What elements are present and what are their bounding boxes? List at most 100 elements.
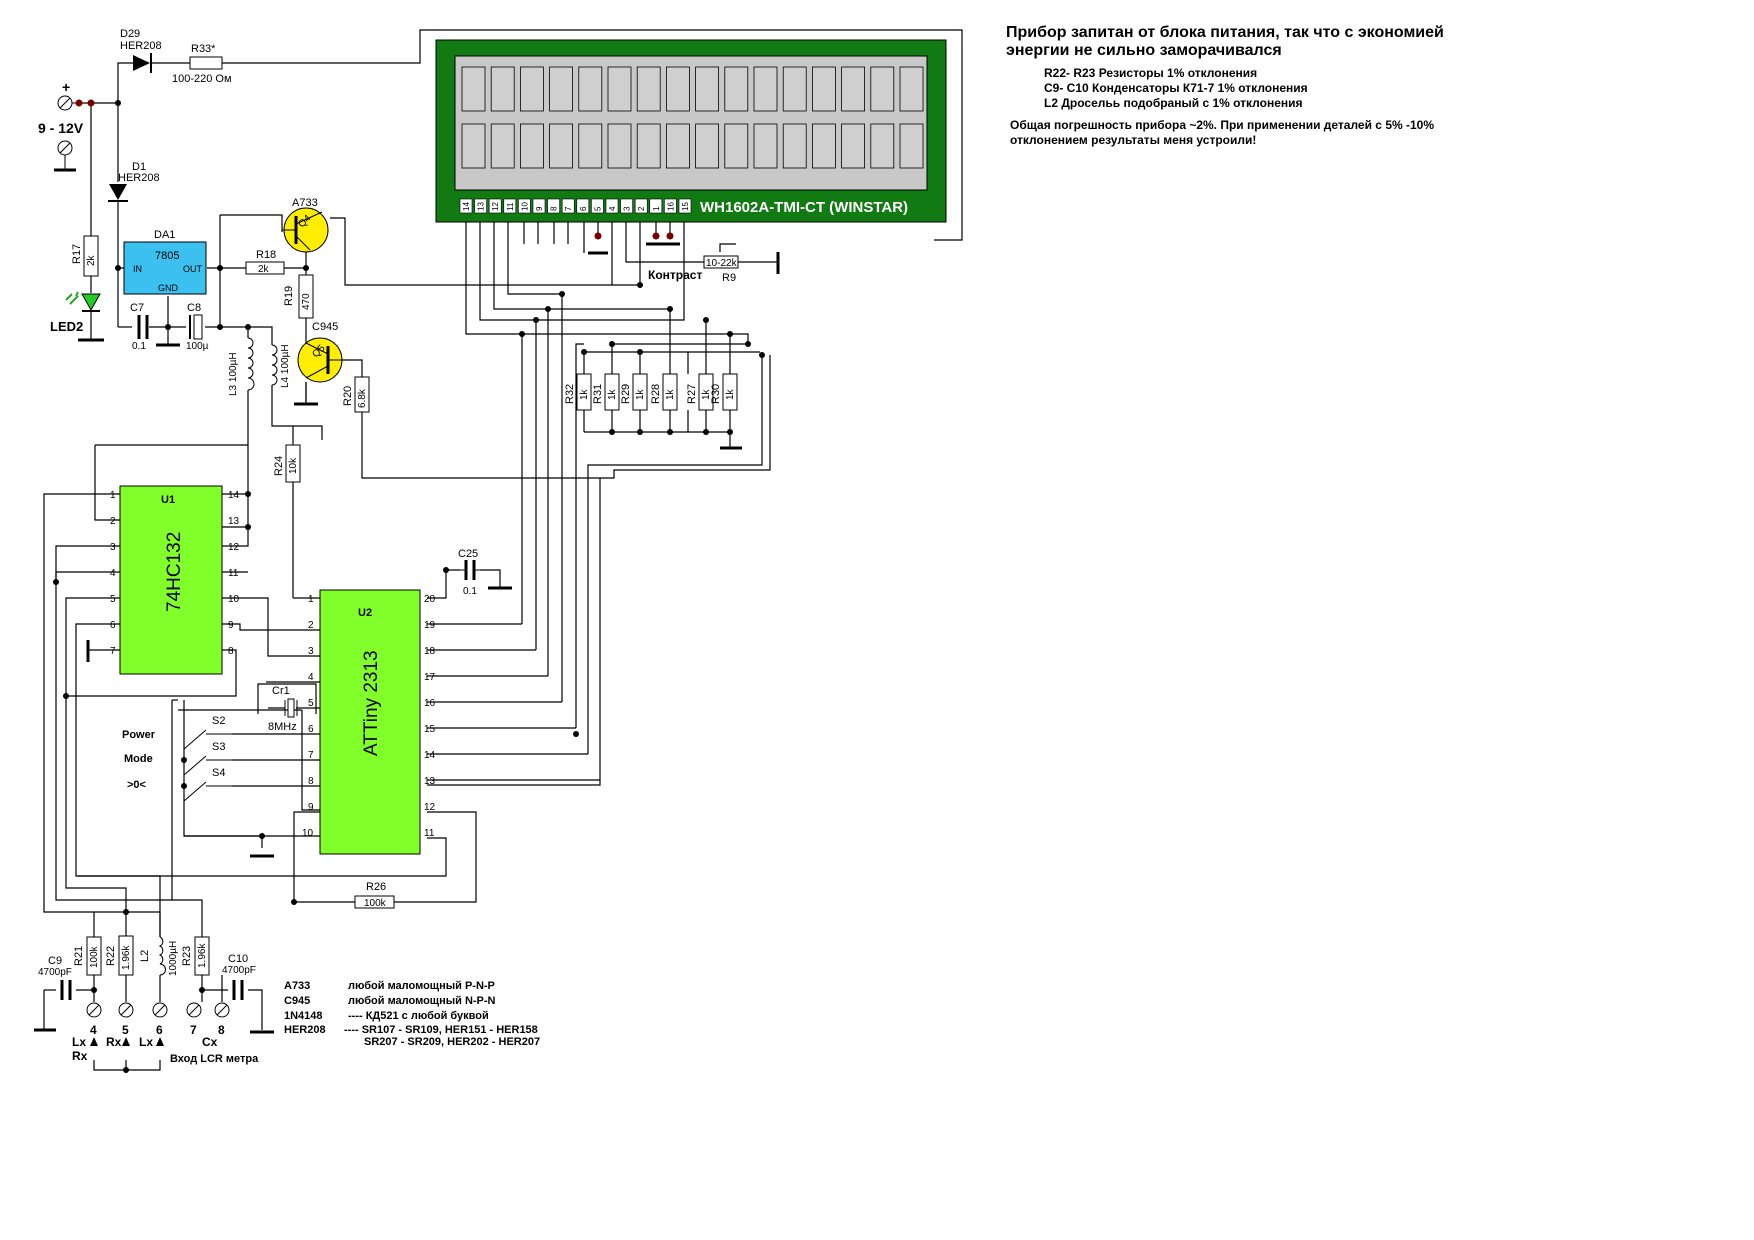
svg-text:D29: D29 — [120, 28, 140, 40]
svg-text:Lx: Lx — [139, 1035, 153, 1049]
terminal-dot — [594, 232, 602, 240]
svg-text:4700pF: 4700pF — [222, 965, 256, 976]
resistor-r18: R18 2k — [245, 249, 285, 275]
svg-text:C945: C945 — [284, 995, 310, 1007]
lcd-cell — [812, 123, 836, 169]
svg-text:U1: U1 — [161, 494, 175, 506]
lcd-character-cells — [461, 66, 924, 169]
svg-text:GND: GND — [158, 283, 179, 293]
lcd-cell — [753, 123, 778, 169]
r27-value: 1k — [701, 388, 712, 400]
lcd-pin — [532, 198, 546, 214]
u1-pin: 1 — [110, 490, 116, 501]
u2-pin: 10 — [302, 828, 314, 839]
lcd-pin — [678, 198, 692, 214]
resistor-r28 — [662, 373, 678, 411]
lcd-cell — [578, 123, 603, 169]
terminal-labels: 4 5 6 7 8 Lx Rx Rx Lx Cx Вход LCR метра — [72, 1023, 259, 1065]
lcd-cell — [666, 66, 690, 112]
resistor-r29 — [632, 373, 648, 411]
capacitor-c25: C25 0.1 — [458, 548, 480, 597]
mode-button-label: Mode — [124, 753, 153, 765]
lcd-cell — [782, 66, 807, 112]
lcd-cell — [753, 66, 778, 112]
terminal-dot — [75, 99, 83, 107]
u2-pin: 6 — [308, 724, 314, 735]
lcd-pin-label: 2 — [637, 206, 646, 211]
lcd-pin — [649, 198, 663, 214]
terminal-dot — [87, 99, 95, 107]
u2-pin: 7 — [308, 750, 314, 761]
u1-pin: 10 — [228, 594, 240, 605]
terminal-arrows — [90, 1037, 164, 1046]
screw-terminal — [118, 1002, 134, 1018]
lcd-pin — [547, 198, 560, 214]
lcd-cell — [636, 66, 661, 112]
notes-line1: R22- R23 Резисторы 1% отклонения — [1044, 66, 1258, 80]
crystal-cr1: Cr1 8MHz — [268, 685, 298, 733]
svg-text:L4 100µH: L4 100µH — [280, 344, 291, 388]
lcd-cell — [899, 66, 924, 112]
lcd-cell — [666, 123, 690, 169]
notes-block: Прибор запитан от блока питания, так что… — [1006, 24, 1444, 147]
lcd-cell — [461, 66, 486, 112]
svg-text:100k: 100k — [89, 945, 100, 968]
svg-text:R18: R18 — [256, 249, 276, 261]
lcd-cell — [490, 66, 515, 112]
svg-text:470: 470 — [301, 293, 312, 310]
diode-d1: D1 HER208 — [108, 161, 160, 202]
led-led2: LED2 — [50, 291, 101, 334]
resistor-r32 — [576, 373, 592, 411]
capacitor-c7: C7 0.1 — [130, 302, 149, 352]
lcd-pin-label: 7 — [564, 206, 573, 211]
u2-pin: 17 — [424, 672, 436, 683]
lcd-cell — [607, 66, 632, 112]
svg-text:74HC132: 74HC132 — [164, 532, 185, 612]
potentiometer-r9: 10-22k Контраст R9 — [648, 255, 739, 284]
u2-pin: 19 — [424, 620, 436, 631]
lcd-cell — [636, 123, 661, 169]
svg-text:4700pF: 4700pF — [38, 967, 72, 978]
lcd-cell — [520, 66, 544, 112]
supply-voltage-label: 9 - 12V — [38, 120, 84, 136]
lcd-cell — [870, 66, 895, 112]
u2-pin: 18 — [424, 646, 436, 657]
svg-text:Rx: Rx — [72, 1049, 88, 1063]
power-button-label: Power — [122, 729, 156, 741]
u1-pin: 2 — [110, 516, 116, 527]
u2-pin: 5 — [308, 698, 314, 709]
resistor-r33: R33* 100-220 Ом — [172, 43, 232, 85]
notes-title-line2: энергии не сильно заморачивался — [1006, 42, 1282, 59]
svg-text:любой маломощный P-N-P: любой маломощный P-N-P — [348, 980, 495, 992]
lcd-pin-label: 3 — [623, 206, 632, 211]
svg-text:1.96k: 1.96k — [197, 943, 208, 968]
svg-text:2k: 2k — [86, 254, 97, 266]
supply-plus: + — [62, 79, 70, 95]
u2-pin: 15 — [424, 724, 436, 735]
regulator-da1: DA1 7805 IN OUT GND — [123, 229, 207, 295]
terminal-dot — [666, 232, 674, 240]
svg-text:A733: A733 — [284, 980, 310, 992]
resistor-r26: R26 100k — [354, 881, 395, 909]
svg-text:HER208: HER208 — [118, 172, 160, 184]
lcd-pin-label: 14 — [462, 202, 471, 211]
lcd-cell — [461, 123, 486, 169]
svg-text:C945: C945 — [312, 321, 338, 333]
r29-value: 1k — [635, 388, 646, 400]
lcd-pin — [518, 198, 531, 214]
lcd-cell — [899, 123, 924, 169]
lcd-model-label: WH1602A-TMI-CT (WINSTAR) — [700, 199, 908, 216]
svg-text:C7: C7 — [130, 302, 144, 314]
lcd-pin — [620, 198, 633, 214]
svg-text:C25: C25 — [458, 548, 478, 560]
r30-value: 1k — [725, 388, 736, 400]
lcd-pin-label: 16 — [666, 202, 675, 211]
lcd-pin-label: 10 — [520, 202, 529, 211]
lcd-pin-label: 13 — [477, 202, 486, 211]
svg-text:Контраст: Контраст — [648, 268, 702, 282]
r31-value: 1k — [607, 388, 618, 400]
svg-text:Cx: Cx — [202, 1035, 218, 1049]
lcd-cell — [870, 123, 895, 169]
r30-label: R30 — [710, 384, 722, 404]
